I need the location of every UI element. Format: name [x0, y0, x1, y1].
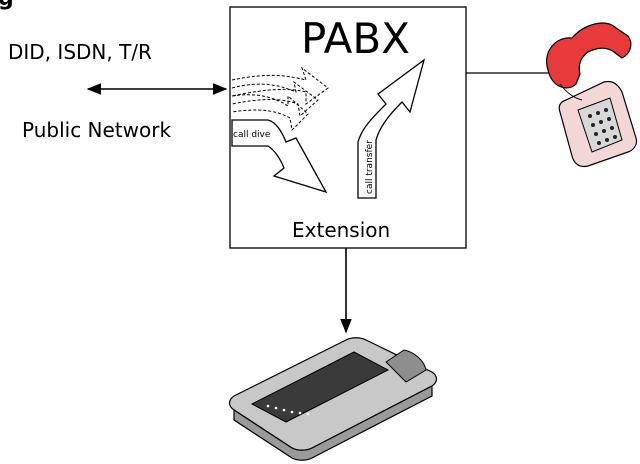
pabx-label: PABX [301, 14, 410, 63]
heading-fragment: g [0, 0, 14, 11]
call-transfer-label: call transfer [365, 140, 375, 194]
extension-label: Extension [292, 218, 391, 242]
call-transfer-arrow [357, 58, 426, 199]
lines-label: DID, ISDN, T/R [8, 40, 152, 64]
call-diversion-arrow [231, 119, 328, 194]
terminal-device-icon [228, 337, 438, 461]
telephone-icon [546, 22, 638, 168]
network-label: Public Network [22, 118, 172, 142]
incoming-call-arrows [231, 66, 329, 132]
call-diversion-label: call dive [233, 130, 271, 140]
